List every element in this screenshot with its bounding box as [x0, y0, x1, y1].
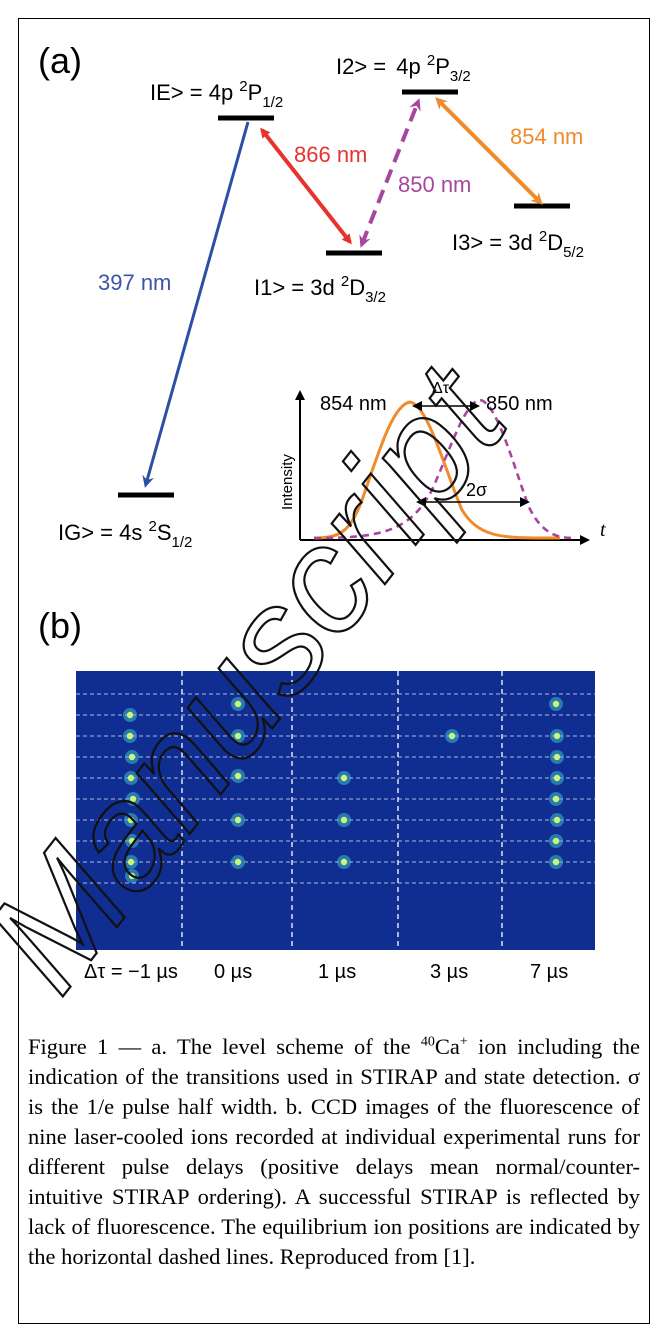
ion-spot	[552, 837, 560, 845]
ion-spot	[553, 816, 561, 824]
inset-delta-tau: Δτ	[432, 380, 450, 397]
ion-position-lines	[76, 693, 595, 884]
ion-spot	[234, 772, 242, 780]
delay-label: Δτ = −1 µs	[84, 961, 178, 983]
ccd-image	[76, 671, 595, 985]
transition-397-arrow	[142, 121, 250, 488]
ion-spot	[552, 700, 560, 708]
ion-spot	[127, 816, 135, 824]
ccd-background	[76, 671, 595, 950]
inset-ylabel: Intensity	[279, 454, 296, 510]
ion-spot	[127, 858, 135, 866]
figure-frame	[18, 18, 650, 1324]
transition-854-label: 854 nm	[510, 124, 583, 149]
transition-397-label: 397 nm	[98, 270, 171, 295]
ion-spot	[340, 858, 348, 866]
inset-two-sigma: 2σ	[466, 480, 487, 500]
ion-spot	[234, 732, 242, 740]
ion-spot	[126, 732, 134, 740]
level-E-label: IE> = 4p 2P1/2	[150, 78, 283, 111]
level-1-label: I1> = 3d 2D3/2	[254, 273, 386, 306]
ion-spot	[448, 732, 456, 740]
delay-label: 7 µs	[530, 961, 568, 983]
ion-spot	[552, 858, 560, 866]
figure-caption: Figure 1 — a. The level scheme of the 40…	[28, 1034, 640, 1269]
transition-866-label: 866 nm	[294, 142, 367, 167]
ion-spot	[553, 774, 561, 782]
ion-spot	[128, 753, 136, 761]
level-3-label: I3> = 3d 2D5/2	[452, 228, 584, 261]
ion-spot	[553, 753, 561, 761]
transition-850-label: 850 nm	[398, 172, 471, 197]
delay-label: 3 µs	[430, 961, 468, 983]
ion-spot	[234, 816, 242, 824]
ion-spot	[234, 700, 242, 708]
level-2-label: I2> = 4p 2P3/2	[336, 52, 471, 85]
ion-spot	[552, 795, 560, 803]
delay-label: 0 µs	[214, 961, 252, 983]
inset-xlabel: t	[600, 519, 606, 541]
ion-spot	[127, 774, 135, 782]
ion-spot	[340, 774, 348, 782]
pulse-inset: 854 nm 850 nm Δτ 2σ Intensity t	[279, 380, 606, 545]
delay-labels: Δτ = −1 µs 0 µs 1 µs 3 µs 7 µs	[84, 961, 568, 983]
inset-854-label: 854 nm	[320, 393, 387, 415]
ion-spot	[128, 872, 136, 880]
inset-850-label: 850 nm	[486, 393, 553, 415]
panel-a-label: (a)	[38, 40, 82, 81]
ion-spots	[123, 697, 564, 883]
ion-spot	[553, 732, 561, 740]
transition-854-arrow	[435, 97, 543, 205]
delay-label: 1 µs	[318, 961, 356, 983]
ion-spot	[340, 816, 348, 824]
transition-850-arrow	[359, 98, 421, 248]
pulse-850-curve	[313, 398, 575, 540]
ion-spot	[128, 837, 136, 845]
transition-866-arrow	[260, 127, 352, 245]
ion-spot	[234, 858, 242, 866]
panel-b-label: (b)	[38, 605, 82, 646]
ion-spot	[126, 711, 134, 719]
level-G-label: IG> = 4s 2S1/2	[58, 518, 192, 551]
column-separators	[181, 671, 503, 985]
ion-spot	[129, 795, 137, 803]
